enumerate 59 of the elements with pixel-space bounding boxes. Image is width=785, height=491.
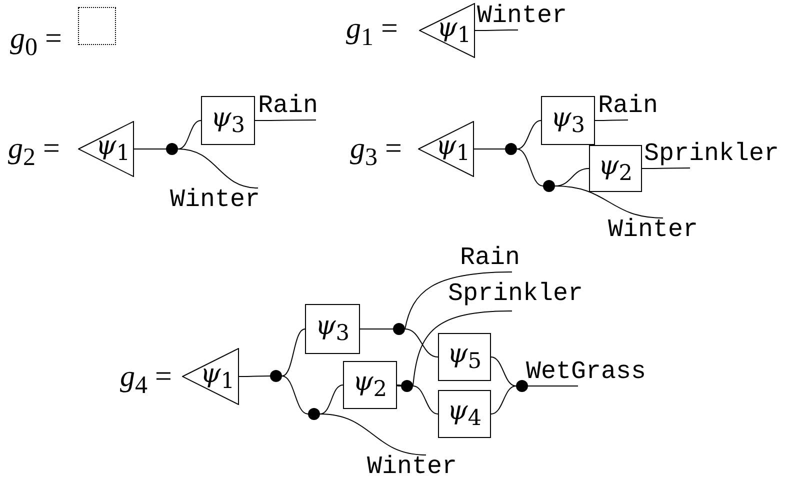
- factor-box: ψ$_{4}$: [438, 390, 491, 438]
- wire: [412, 310, 512, 386]
- triangle-node: ψ$_{1}$: [78, 121, 134, 177]
- wire-label: Rain: [460, 246, 520, 272]
- wire: [516, 120, 542, 150]
- factor-box: ψ$_{3}$: [305, 304, 360, 354]
- wire: [474, 30, 518, 31]
- triangle-node: ψ$_{1}$: [418, 121, 474, 177]
- junction-dot: [401, 380, 413, 392]
- wire-label: Rain: [598, 94, 658, 120]
- equation-label: g$_{0}$ =: [10, 22, 62, 63]
- wire-label: Rain: [258, 94, 318, 120]
- equation-label: g$_{4}$ =: [120, 360, 172, 401]
- junction-dot: [516, 380, 528, 392]
- wire: [320, 414, 426, 456]
- triangle-node: ψ$_{1}$: [182, 348, 239, 405]
- wire: [404, 328, 438, 358]
- wire-label: Winter: [367, 455, 458, 481]
- wire: [490, 386, 516, 414]
- factor-box: ψ$_{2}$: [343, 361, 397, 409]
- factor-box: ψ$_{2}$: [589, 145, 642, 192]
- wire: [490, 356, 516, 386]
- triangle-node: ψ$_{1}$: [419, 3, 475, 58]
- factor-box: ψ$_{3}$: [201, 96, 255, 145]
- wire: [178, 120, 202, 150]
- junction-dot: [270, 370, 282, 382]
- junction-dot: [505, 143, 517, 155]
- wire-label: WetGrass: [526, 360, 646, 386]
- wire-label: Winter: [608, 218, 698, 244]
- wire-label: Winter: [170, 188, 260, 214]
- wire-label: Winter: [477, 4, 568, 30]
- equation-label: g$_{3}$ =: [350, 132, 402, 173]
- wire: [404, 272, 512, 330]
- wire: [282, 328, 306, 376]
- wire: [396, 384, 402, 386]
- wire: [516, 148, 544, 186]
- junction-dot: [543, 180, 555, 192]
- wire: [134, 148, 166, 150]
- wire: [642, 168, 690, 169]
- wire: [594, 120, 628, 121]
- wire: [178, 148, 258, 188]
- junction-dot: [166, 143, 178, 155]
- factor-box: ψ$_{5}$: [438, 333, 491, 381]
- wire: [254, 120, 316, 121]
- junction-dot: [393, 323, 405, 335]
- wire: [474, 148, 506, 150]
- equation-label: g$_{2}$ =: [8, 132, 60, 173]
- wire: [360, 328, 394, 330]
- wire-label: Sprinkler: [644, 142, 780, 168]
- wire: [554, 186, 664, 218]
- wire-label: Sprinkler: [448, 282, 584, 311]
- wire: [412, 386, 438, 414]
- empty-box: [78, 7, 116, 45]
- wire: [320, 384, 344, 414]
- wire: [282, 376, 308, 414]
- factor-box: ψ$_{3}$: [541, 96, 595, 145]
- equation-label: g$_{1}$ =: [346, 12, 398, 53]
- wire: [238, 376, 270, 377]
- junction-dot: [308, 408, 320, 420]
